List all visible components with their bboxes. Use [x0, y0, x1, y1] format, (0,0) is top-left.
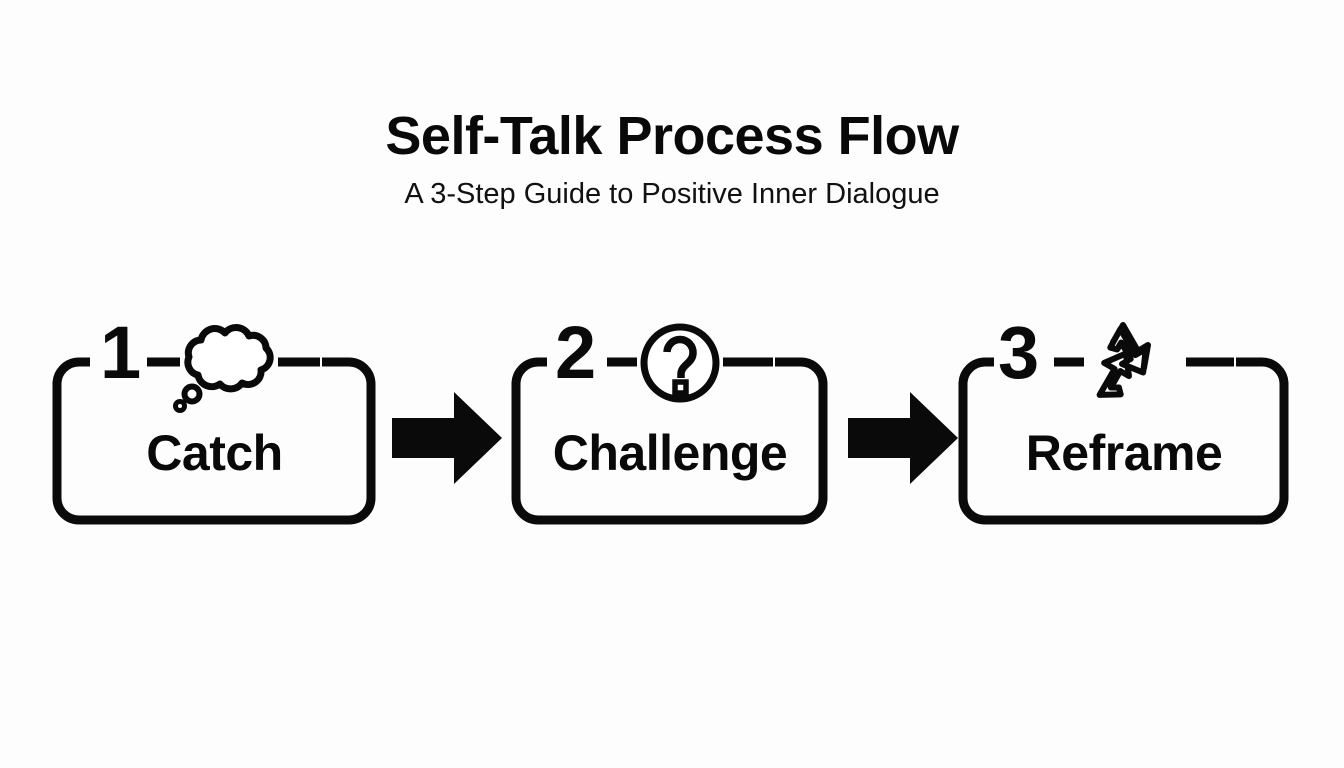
step-3-graphic: 3: [958, 311, 1289, 525]
step-number-1: 1: [100, 311, 141, 394]
step-number-3: 3: [998, 311, 1039, 394]
step-card-reframe[interactable]: 3 Reframe: [958, 311, 1290, 530]
question-mark-circle-icon: [640, 323, 720, 403]
step-1-graphic: 1: [52, 311, 376, 525]
step-card-catch[interactable]: 1 Catch: [52, 311, 377, 530]
recycle-icon: [1096, 322, 1151, 398]
flow-arrow-2: [848, 392, 958, 484]
page-title: Self-Talk Process Flow: [385, 106, 959, 166]
flow-arrow-1: [392, 392, 502, 484]
arrow-right-icon: [848, 392, 958, 484]
arrow-right-icon: [392, 392, 502, 484]
process-flow: 1 Catch 2: [0, 311, 1344, 540]
page-subtitle: A 3-Step Guide to Positive Inner Dialogu…: [404, 177, 940, 210]
thought-bubble-icon: [173, 324, 274, 413]
header: Self-Talk Process Flow A 3-Step Guide to…: [0, 0, 1344, 211]
step-2-graphic: 2: [511, 311, 828, 525]
step-number-2: 2: [555, 311, 596, 394]
step-card-challenge[interactable]: 2 Challenge: [511, 311, 829, 530]
